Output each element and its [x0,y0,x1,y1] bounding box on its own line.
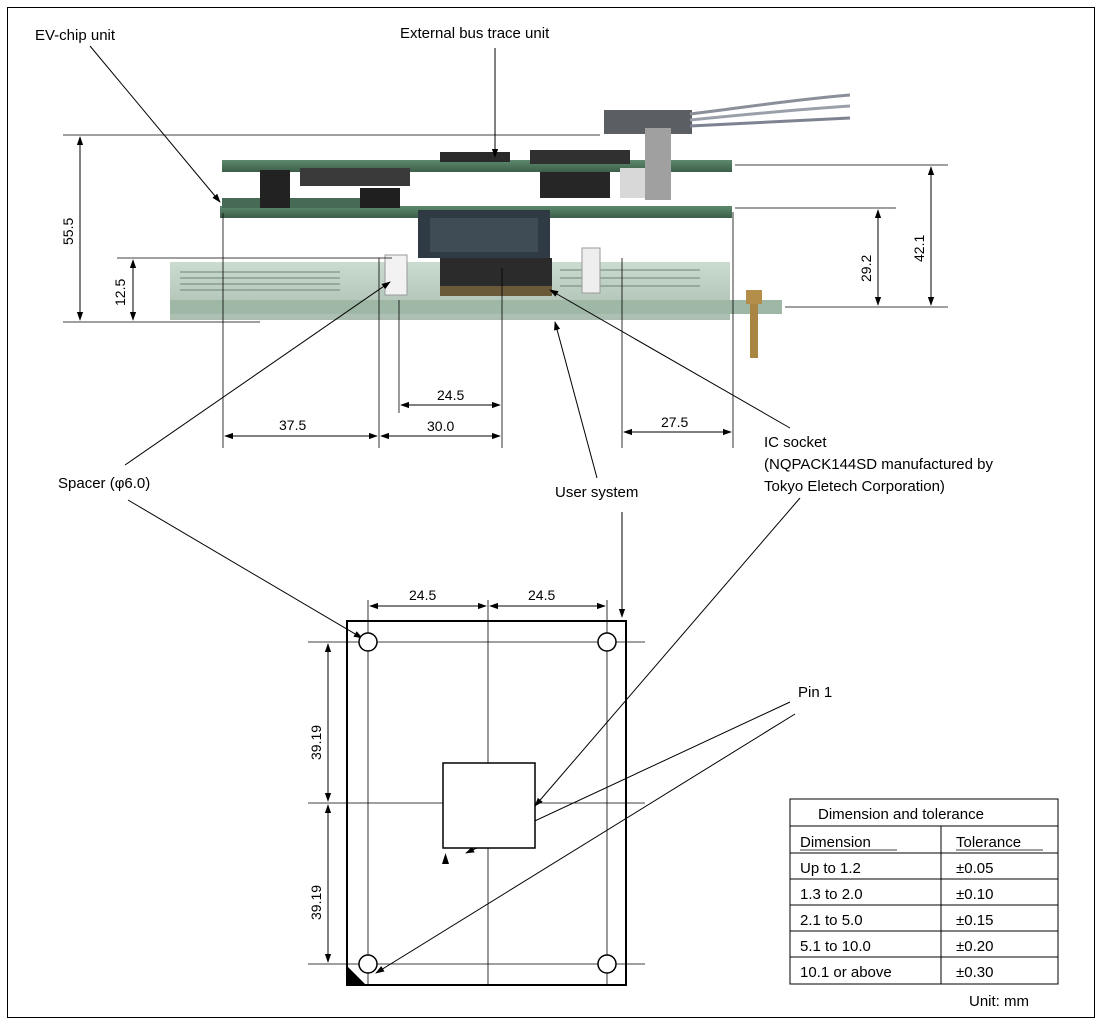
dim-side-center-upper: 24.5 [437,387,464,403]
table-cell-dimension: Up to 1.2 [800,860,861,877]
pin1-mark-board [347,966,366,985]
spacer-hole-top-right [597,632,617,652]
dim-top-vert-upper: 39.19 [308,725,324,760]
dim-side-left: 37.5 [279,417,306,433]
top-view [308,600,645,986]
spacer-hole-bottom-left [358,954,378,974]
label-pin1: Pin 1 [798,684,832,701]
table-cell-tolerance: ±0.05 [956,860,993,877]
label-ic-socket-corp: Tokyo Eletech Corporation) [764,478,945,495]
ic-socket-photo [440,258,552,290]
table-header-dimension: Dimension [800,834,871,851]
table-cell-dimension: 5.1 to 10.0 [800,938,871,955]
side-view-photo [170,93,851,358]
spacer-left [384,254,408,296]
table-title: Dimension and tolerance [818,806,984,823]
table-cell-dimension: 10.1 or above [800,964,892,981]
table-cell-tolerance: ±0.20 [956,938,993,955]
label-ic-socket-maker: (NQPACK144SD manufactured by [764,456,993,473]
label-ic-socket: IC socket [764,434,827,451]
unit-label: Unit: mm [969,993,1029,1010]
dim-height-trace: 42.1 [911,235,927,262]
tolerance-table [789,798,1059,985]
dim-side-center-lower: 30.0 [427,418,454,434]
table-header-tolerance: Tolerance [956,834,1021,851]
dim-top-right: 24.5 [528,587,555,603]
dim-height-total: 55.5 [60,218,76,245]
pin1-mark-socket [442,853,449,864]
spacer-hole-bottom-right [597,954,617,974]
page-frame [7,7,1095,1018]
dim-side-right: 27.5 [661,414,688,430]
side-view-dimension-lines [63,134,948,448]
spacer-right [581,247,601,294]
label-external-bus-trace-unit: External bus trace unit [400,25,550,42]
label-ev-chip-unit: EV-chip unit [35,27,116,44]
dim-top-left: 24.5 [409,587,436,603]
table-cell-dimension: 2.1 to 5.0 [800,912,863,929]
dim-top-vert-lower: 39.19 [308,885,324,920]
table-cell-tolerance: ±0.10 [956,886,993,903]
table-cell-dimension: 1.3 to 2.0 [800,886,863,903]
table-cell-tolerance: ±0.15 [956,912,993,929]
label-user-system: User system [555,484,638,501]
dim-height-spacer: 12.5 [112,279,128,306]
dim-height-ev: 29.2 [858,255,874,282]
ic-socket-outline [442,762,536,849]
label-spacer: Spacer (φ6.0) [58,475,150,492]
spacer-hole-top-left [358,632,378,652]
table-cell-tolerance: ±0.30 [956,964,993,981]
